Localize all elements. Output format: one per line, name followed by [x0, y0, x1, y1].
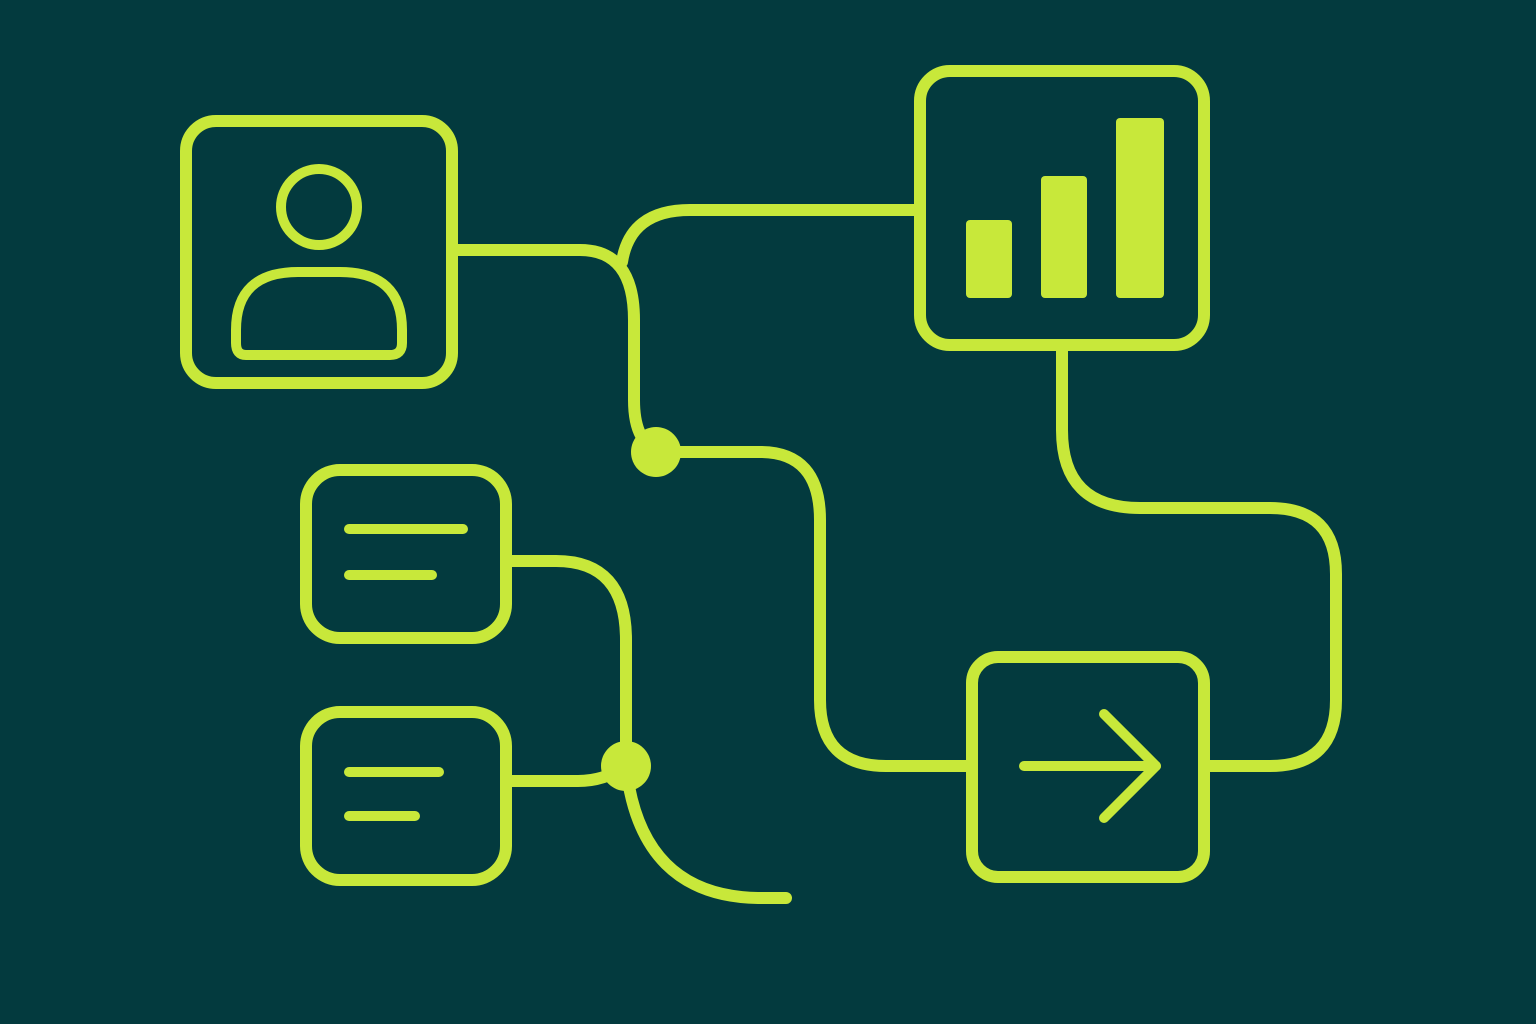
document-node-top — [300, 464, 512, 644]
connector-chart-to-junction — [616, 204, 922, 268]
chart-node-frame — [914, 65, 1210, 351]
connector-junction-open-end — [620, 760, 792, 904]
junction-upper — [631, 427, 681, 477]
output-node-frame — [966, 651, 1210, 883]
user-icon — [231, 164, 407, 360]
document-node-top-frame — [300, 464, 512, 644]
connector-chart-to-output — [1056, 344, 1342, 772]
text-lines-icon — [344, 767, 444, 821]
document-node-bottom — [300, 706, 512, 886]
user-node — [180, 115, 458, 389]
junction-lower — [601, 741, 651, 791]
connector-doc-top-to-junction — [504, 555, 632, 772]
arrow-right-icon — [1019, 709, 1161, 823]
chart-node — [914, 65, 1210, 351]
document-node-bottom-frame — [300, 706, 512, 886]
user-node-frame — [180, 115, 458, 389]
bar-chart-icon-bar — [1041, 176, 1087, 298]
connector-junction-to-output — [650, 446, 974, 772]
bar-chart-icon-bar — [1116, 118, 1164, 298]
output-node — [966, 651, 1210, 883]
bar-chart-icon-bar — [966, 220, 1012, 298]
text-lines-icon — [344, 524, 468, 580]
bar-chart-icon — [966, 118, 1164, 298]
